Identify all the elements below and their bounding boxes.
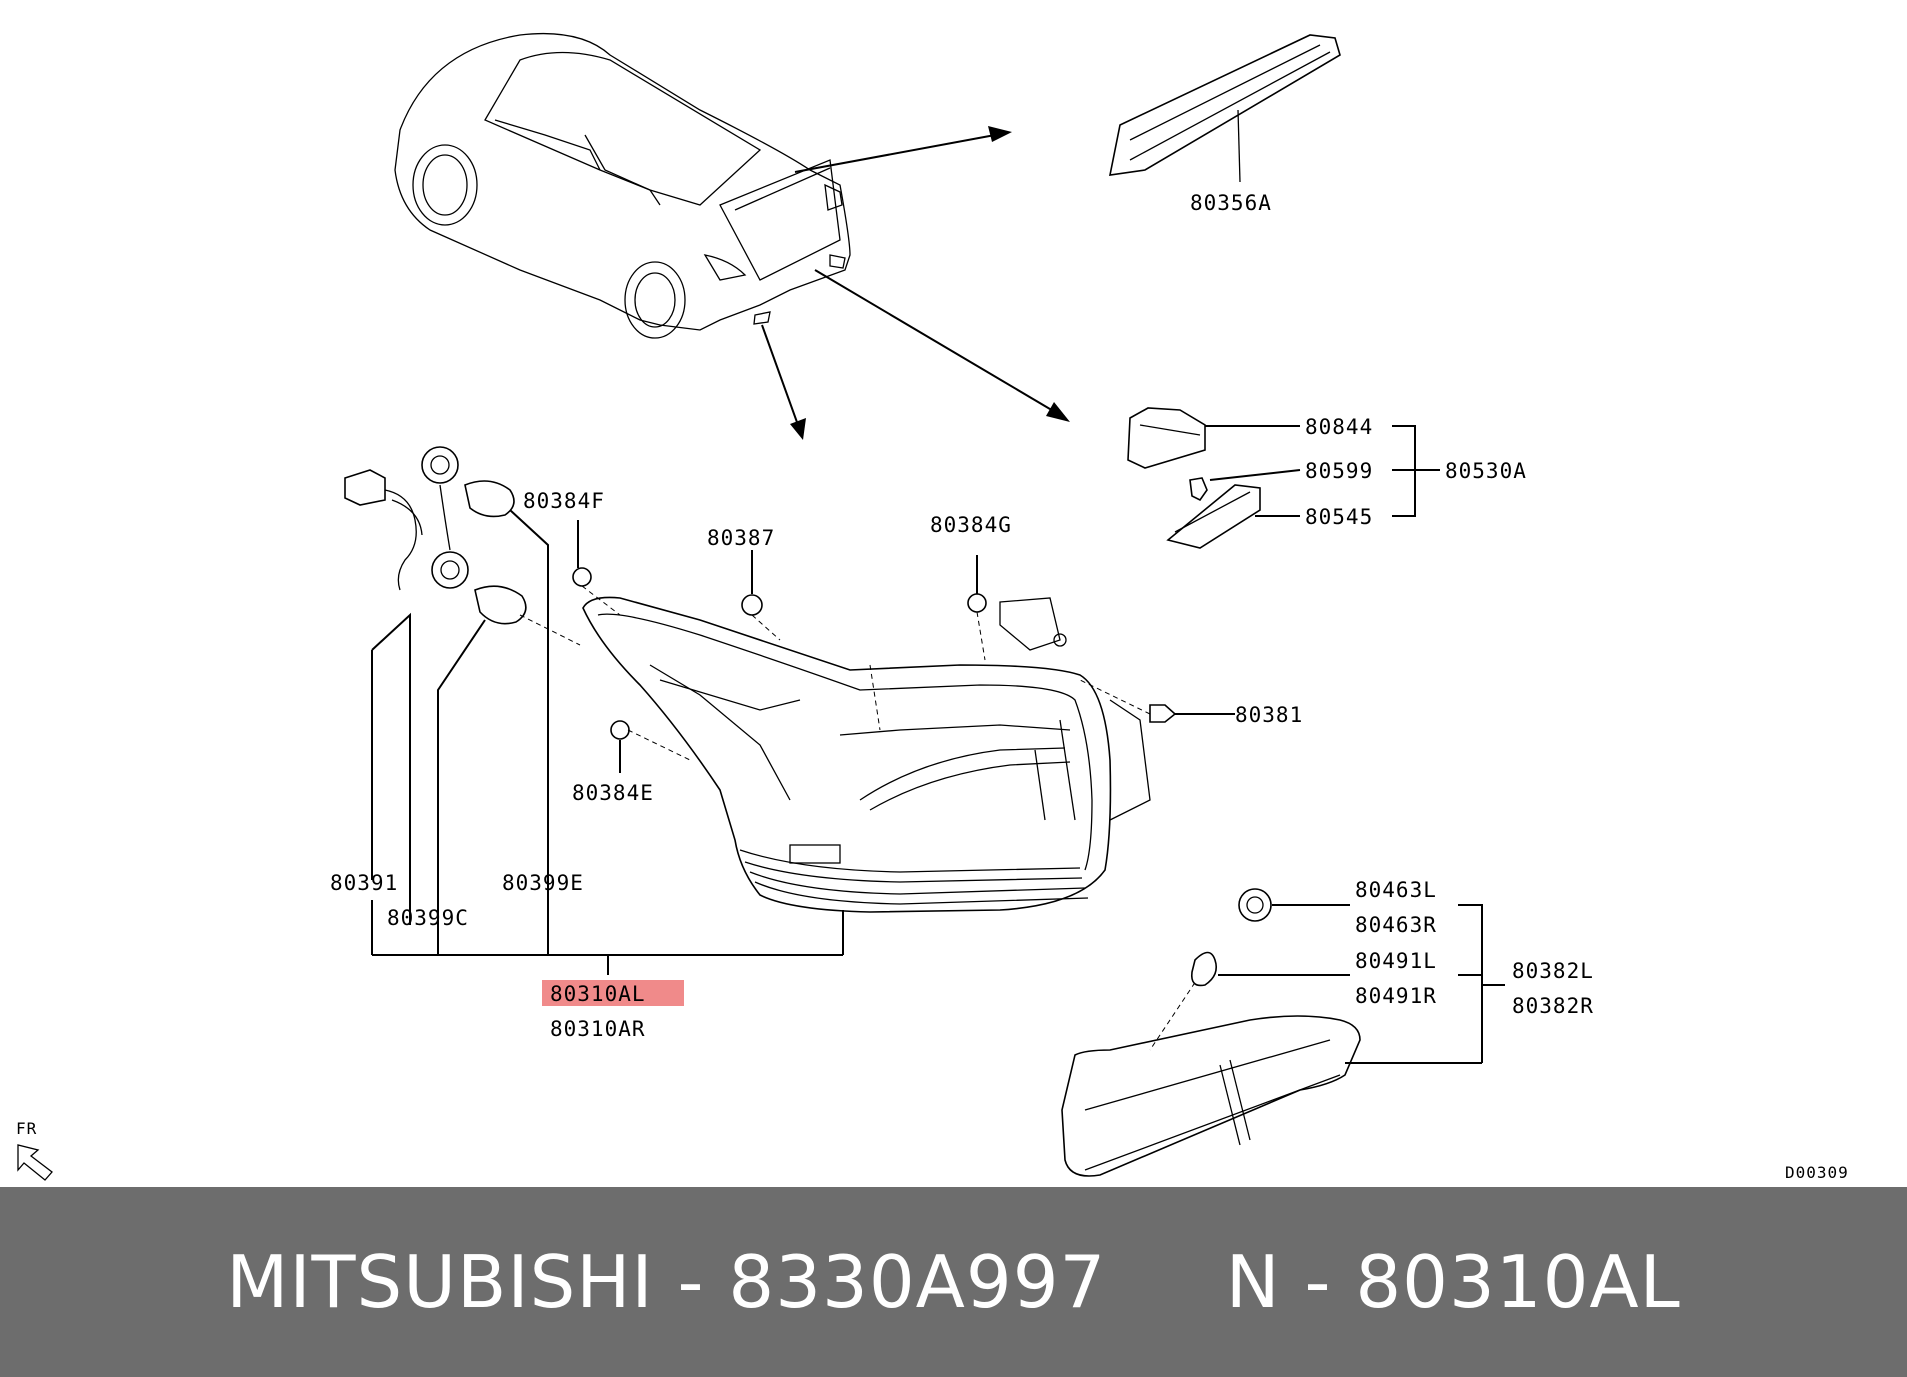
- label-fr: FR: [16, 1119, 37, 1138]
- leader-lines-80310: [371, 509, 844, 975]
- label-80310AL: 80310AL: [550, 982, 646, 1006]
- label-80382R: 80382R: [1512, 994, 1594, 1018]
- diagram-code: D00309: [1785, 1163, 1849, 1182]
- part-80356A: 80356A: [1108, 34, 1341, 215]
- part-80391-harness: [344, 446, 581, 646]
- label-80463L: 80463L: [1355, 878, 1437, 902]
- label-80382L: 80382L: [1512, 959, 1594, 983]
- label-80387: 80387: [707, 526, 775, 550]
- highlight-80310AL: [542, 980, 684, 1006]
- label-80310AR: 80310AR: [550, 1017, 646, 1041]
- label-80384E: 80384E: [572, 781, 654, 805]
- front-arrow-icon: [17, 1144, 53, 1181]
- part-80530A-group: 80844 80599 80545 80530A: [1127, 407, 1527, 549]
- label-80491R: 80491R: [1355, 984, 1437, 1008]
- label-80599: 80599: [1305, 459, 1373, 483]
- part-80382-marker: [1061, 888, 1505, 1177]
- fasteners: [572, 520, 1235, 773]
- label-80391: 80391: [330, 871, 398, 895]
- callout-arrows: [761, 126, 1070, 440]
- label-80844: 80844: [1305, 415, 1373, 439]
- label-80399C: 80399C: [387, 906, 469, 930]
- label-80399E: 80399E: [502, 871, 584, 895]
- parts-diagram: 80356A 80844 80599 80545 80530A: [16, 32, 1849, 1182]
- label-80384F: 80384F: [523, 489, 605, 513]
- part-80310AL-tail-lamp: [582, 596, 1151, 913]
- label-80491L: 80491L: [1355, 949, 1437, 973]
- footer-title: MITSUBISHI - 8330A997 N - 80310AL: [226, 1240, 1681, 1324]
- label-80356A: 80356A: [1190, 191, 1272, 215]
- label-80545: 80545: [1305, 505, 1373, 529]
- label-80530A: 80530A: [1445, 459, 1527, 483]
- footer-bar: MITSUBISHI - 8330A997 N - 80310AL: [0, 1187, 1907, 1377]
- car-illustration: [394, 32, 851, 339]
- label-80384G: 80384G: [930, 513, 1012, 537]
- fr-indicator: FR: [16, 1119, 53, 1181]
- label-80463R: 80463R: [1355, 913, 1437, 937]
- label-80381: 80381: [1235, 703, 1303, 727]
